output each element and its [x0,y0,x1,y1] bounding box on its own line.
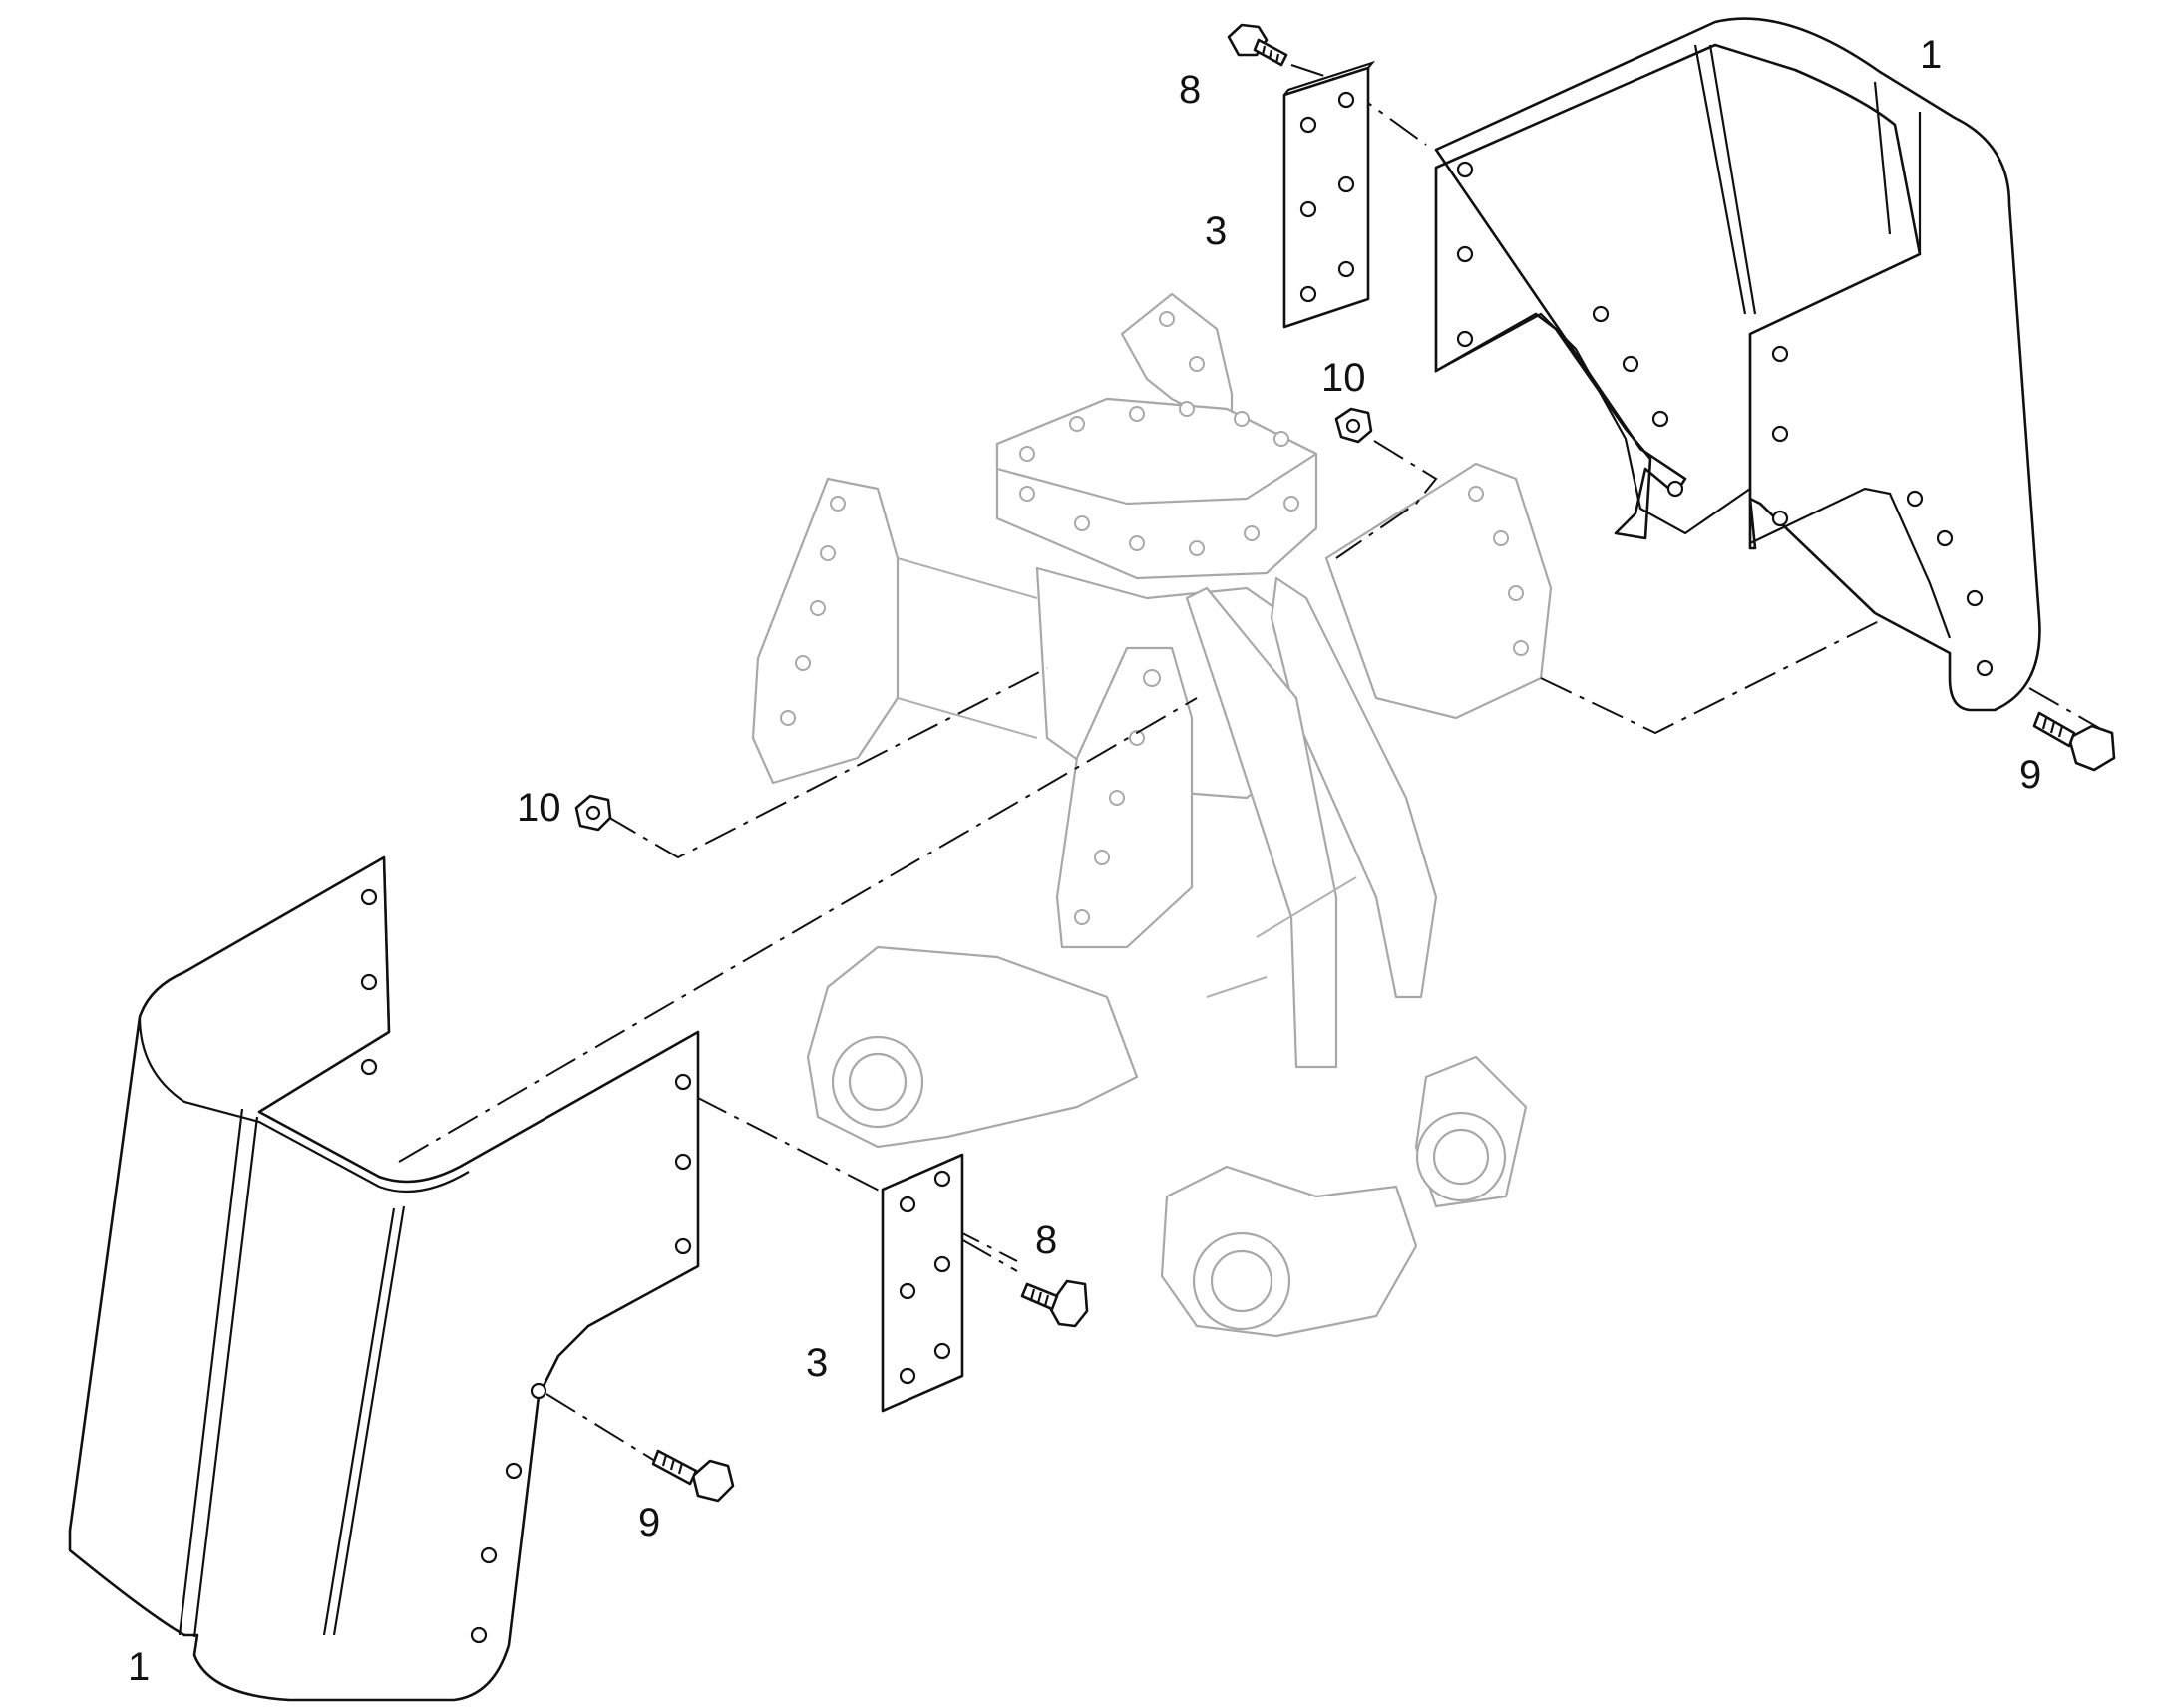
callout-bolt-9-right: 9 [2019,753,2041,797]
bolt-9-lower [651,1449,735,1503]
plate-lower [881,1153,964,1413]
guard-upper-right [1434,17,2041,712]
callout-plate-upper: 3 [1205,209,1227,253]
callout-guard-upper-right: 1 [1920,33,1942,77]
bolt-9-right [2032,711,2116,772]
callout-guard-lower-left: 1 [128,1645,150,1689]
plate-upper [1282,60,1376,329]
bolt-8-upper [1227,23,1288,67]
bolt-8-lower [1020,1279,1089,1328]
nut-10-upper [1334,407,1373,444]
callout-labels: 1 1 3 3 8 8 9 9 10 10 [128,33,2041,1689]
callout-bolt-8-upper: 8 [1179,68,1201,112]
callout-nut-10-left: 10 [517,786,561,830]
callout-bolt-9-lower: 9 [638,1501,660,1544]
callout-bolt-8-lower: 8 [1035,1218,1057,1262]
callout-plate-lower: 3 [806,1341,828,1385]
boom-mount-frame [751,292,1553,1338]
callout-nut-10-upper: 10 [1321,356,1366,400]
nut-10-left [574,794,612,832]
guard-lower-left [68,855,700,1702]
